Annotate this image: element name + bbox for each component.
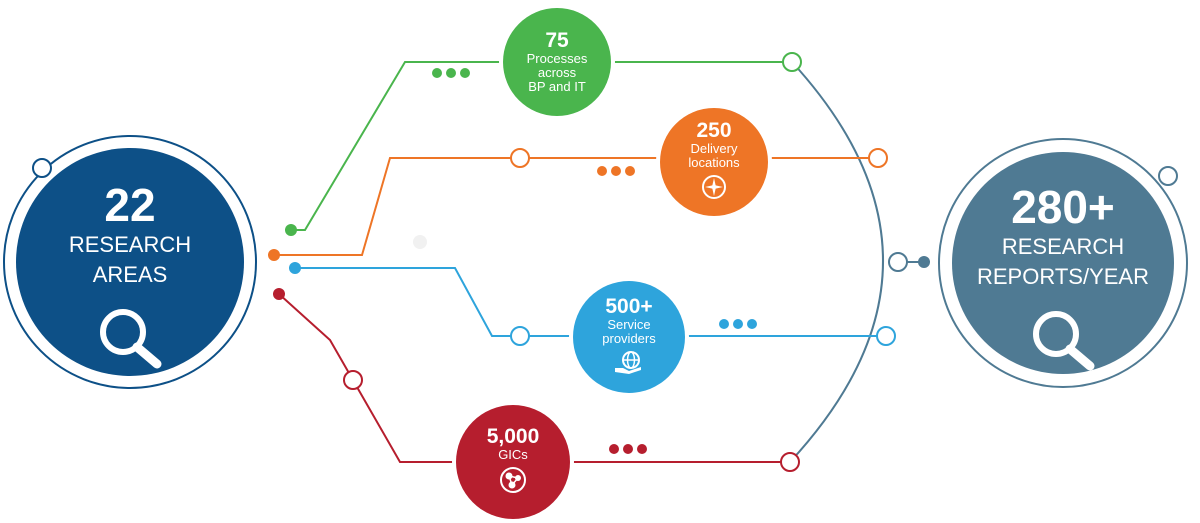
research-areas-hub: 22 RESEARCH AREAS — [16, 148, 244, 376]
orange-line — [274, 157, 878, 256]
processes-label-2: across — [537, 65, 577, 80]
orange-end-dot — [868, 148, 888, 168]
providers-label-1: Service — [607, 316, 651, 332]
research-reports-value: 280+ — [1011, 181, 1115, 233]
globe-hand-icon — [613, 350, 645, 379]
providers-value: 500+ — [605, 294, 653, 318]
research-reports-label-1: RESEARCH — [1001, 234, 1125, 259]
red-ellipsis-icon — [609, 444, 647, 454]
service-providers-node: 500+ Service providers — [573, 281, 685, 393]
orange-mid-dot — [510, 148, 530, 168]
red-mid-dot — [343, 370, 363, 390]
faint-dot — [413, 235, 427, 249]
collector-arc — [789, 61, 884, 463]
network-icon — [499, 466, 527, 499]
providers-label-2: providers — [602, 330, 656, 346]
compass-icon — [701, 174, 727, 205]
gics-label-1: GICs — [498, 446, 528, 462]
left-ring-dot — [32, 158, 52, 178]
research-reports-hub: 280+ RESEARCH REPORTS/YEAR — [952, 152, 1174, 374]
research-areas-value: 22 — [104, 179, 156, 231]
right-ring-dot — [1158, 166, 1178, 186]
left-hub-ring — [3, 135, 257, 389]
green-ellipsis-icon — [432, 68, 470, 78]
blue-end-dot — [876, 326, 896, 346]
right-hub-ring — [938, 138, 1188, 388]
delivery-value: 250 — [696, 118, 732, 142]
processes-label-1: Processes — [526, 51, 588, 66]
red-start-dot — [273, 288, 285, 300]
research-reports-label-2: REPORTS/YEAR — [977, 264, 1149, 289]
processes-label-3: BP and IT — [528, 79, 586, 94]
orange-start-dot — [268, 249, 280, 261]
blue-start-dot — [289, 262, 301, 274]
blue-ellipsis-icon — [719, 319, 757, 329]
delivery-label-2: locations — [688, 154, 740, 170]
red-end-dot — [780, 452, 800, 472]
processes-value: 75 — [545, 29, 569, 52]
magnifier-icon — [95, 304, 165, 375]
arc-joint-dot — [888, 252, 908, 272]
green-start-dot — [285, 224, 297, 236]
gics-value: 5,000 — [486, 424, 540, 448]
green-end-dot — [782, 52, 802, 72]
blue-mid-dot — [510, 326, 530, 346]
delivery-label-1: Delivery — [690, 140, 738, 156]
research-areas-label-1: RESEARCH — [68, 232, 192, 257]
magnifier-icon — [1028, 306, 1098, 377]
delivery-locations-node: 250 Delivery locations — [660, 108, 768, 216]
gics-node: 5,000 GICs — [456, 405, 570, 519]
hub-entry-dot — [918, 256, 930, 268]
blue-line — [295, 267, 886, 337]
research-areas-label-2: AREAS — [92, 262, 168, 287]
processes-node: 75 Processes across BP and IT — [503, 8, 611, 116]
orange-ellipsis-icon — [597, 166, 635, 176]
red-line — [278, 293, 790, 463]
